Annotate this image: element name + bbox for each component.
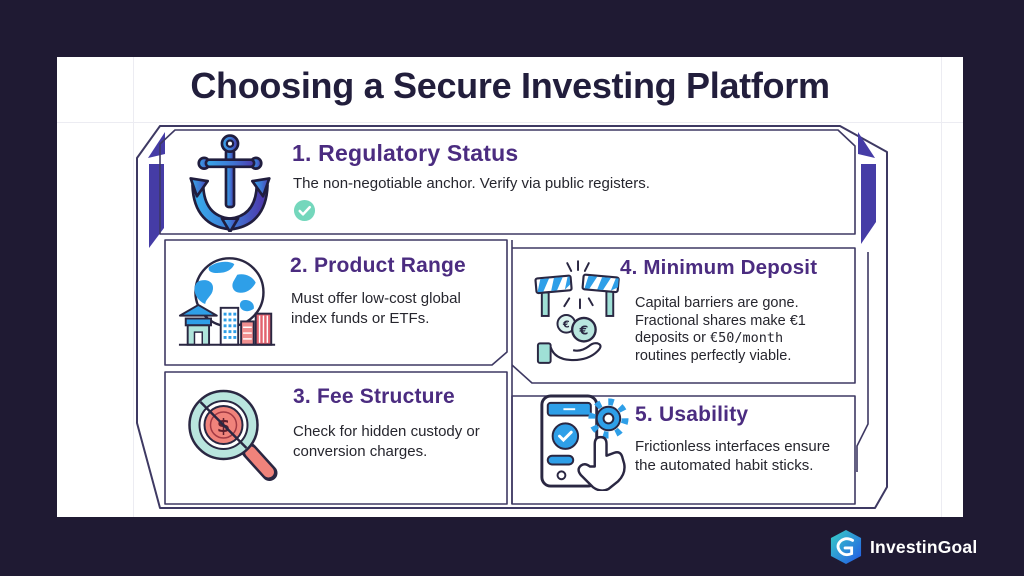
section-1-body: The non-negotiable anchor. Verify via pu… bbox=[293, 175, 650, 192]
broken-barrier-hand-icon: € € bbox=[534, 260, 620, 364]
section-4-heading: 4. Minimum Deposit bbox=[620, 256, 818, 279]
globe-city-icon bbox=[178, 257, 276, 346]
anchor-icon bbox=[189, 134, 271, 232]
section-2-body: Must offer low-cost global index funds o… bbox=[291, 290, 461, 327]
grid-line bbox=[133, 57, 134, 517]
tech-frame bbox=[136, 125, 888, 509]
section-2-heading: 2. Product Range bbox=[290, 254, 466, 277]
section-4-body: Capital barriers are gone. Fractional sh… bbox=[635, 295, 806, 364]
monthly-amount: €50/month bbox=[709, 330, 784, 346]
section-5-heading: 5. Usability bbox=[635, 403, 749, 426]
grid-line bbox=[941, 57, 942, 517]
phone-gear-tap-icon bbox=[540, 394, 629, 491]
grid-line bbox=[57, 122, 963, 123]
investingoal-hexagon-icon bbox=[830, 530, 862, 564]
section-3-body: Check for hidden custody or conversion c… bbox=[293, 423, 480, 460]
section-5-body: Frictionless interfaces ensure the autom… bbox=[635, 438, 831, 474]
check-circle-icon bbox=[293, 199, 316, 222]
no-fee-magnifier-icon: $ bbox=[188, 389, 278, 481]
infographic-card: Choosing a Secure Investing Platform bbox=[57, 57, 963, 517]
section-3-heading: 3. Fee Structure bbox=[293, 385, 455, 408]
svg-text:€: € bbox=[578, 323, 588, 338]
page-title: Choosing a Secure Investing Platform bbox=[190, 65, 830, 106]
brand-name: InvestinGoal bbox=[870, 536, 978, 557]
section-1-heading: 1. Regulatory Status bbox=[292, 140, 519, 166]
footer-brand: InvestinGoal bbox=[830, 529, 977, 565]
svg-text:€: € bbox=[562, 320, 570, 331]
